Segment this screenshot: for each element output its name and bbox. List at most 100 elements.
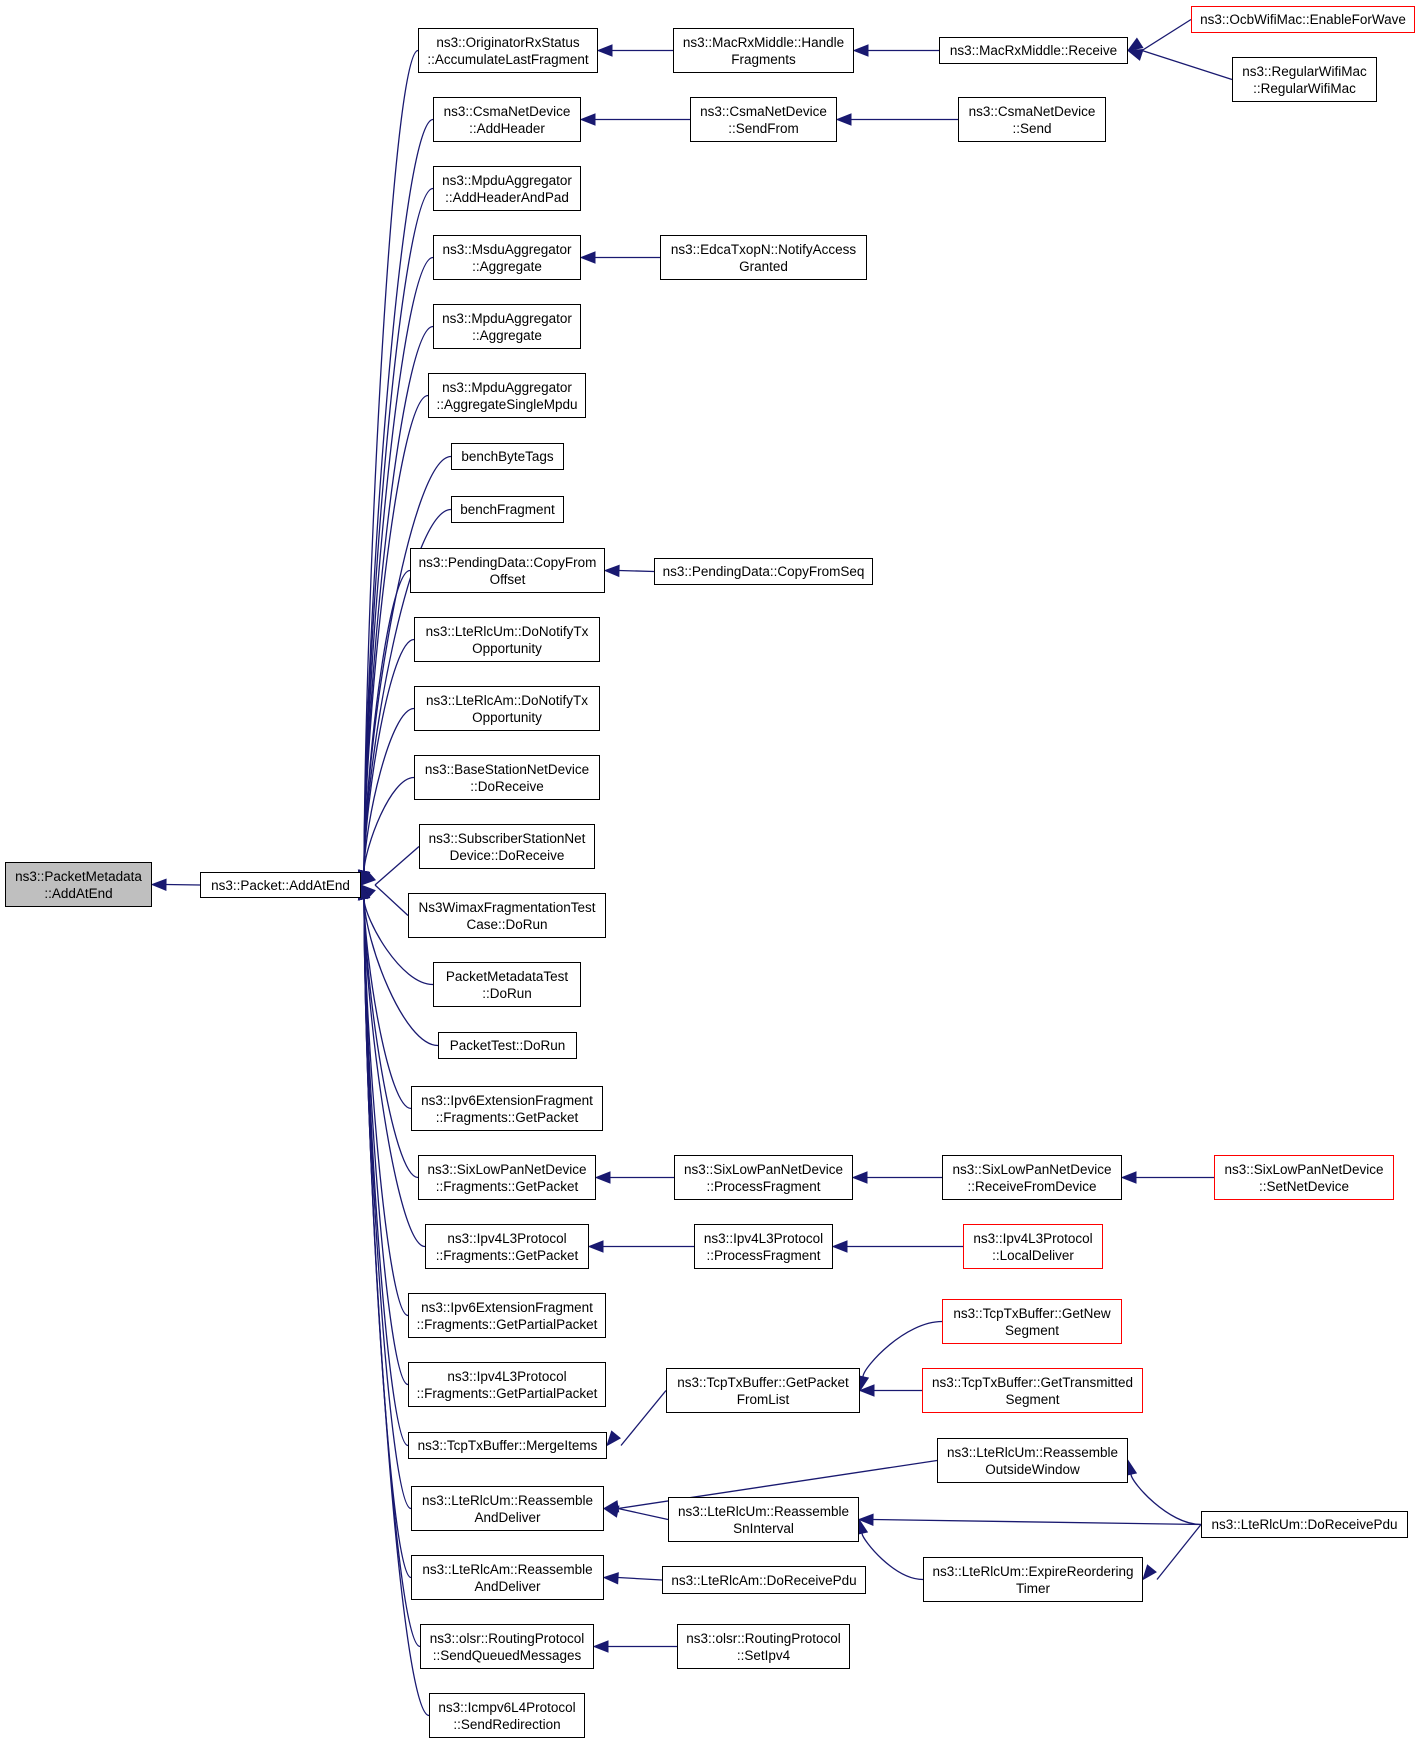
node-csmanetdevice-sendfrom[interactable]: ns3::CsmaNetDevice::SendFrom [690,97,837,142]
node-regularwifimac-regularwifimac[interactable]: ns3::RegularWifiMac::RegularWifiMac [1232,57,1377,102]
node-sixlowpannetdevice-receivefromdevice[interactable]: ns3::SixLowPanNetDevice::ReceiveFromDevi… [942,1155,1122,1200]
edge-line [363,394,429,872]
edge-line [363,898,412,1110]
node-packettest-dorun[interactable]: PacketTest::DoRun [438,1032,577,1059]
node-ipv6extensionfragment-fragments-getpartialpacket[interactable]: ns3::Ipv6ExtensionFragment::Fragments::G… [408,1293,606,1338]
node-ipv4l3protocol-fragments-getpartialpacket[interactable]: ns3::Ipv4L3Protocol::Fragments::GetParti… [408,1362,606,1407]
node-olsr-routingprotocol-setipv4[interactable]: ns3::olsr::RoutingProtocol::SetIpv4 [677,1624,850,1669]
node-packetmetadatatest-dorun[interactable]: PacketMetadataTest::DoRun [433,962,581,1007]
node-csmanetdevice-send[interactable]: ns3::CsmaNetDevice::Send [958,97,1106,142]
edge-line [165,883,201,886]
node-ipv6extensionfragment-fragments-getpacket[interactable]: ns3::Ipv6ExtensionFragment::Fragments::G… [411,1086,603,1131]
node-packet-addatend[interactable]: ns3::Packet::AddAtEnd [200,872,361,898]
edge-line [363,898,439,1047]
edge-arrowhead [858,1384,875,1397]
node-pendingdata-copyfromseq[interactable]: ns3::PendingData::CopyFromSeq [654,558,873,585]
edge-line [872,1518,1202,1526]
edge-arrowhead [592,1640,609,1653]
edge-arrowhead [857,1513,874,1526]
node-packetmetadata-addatend: ns3::PacketMetadata::AddAtEnd [5,862,152,907]
edge-line [363,569,411,872]
edge-arrowhead [150,878,167,891]
edge-line [363,898,426,1248]
edge-line [363,776,415,872]
node-macrxmiddle-receive[interactable]: ns3::MacRxMiddle::Receive [939,37,1128,64]
edge-line [620,1390,667,1446]
edge-arrowhead [852,44,869,57]
edge-arrowhead [579,113,596,126]
node-benchbytetags[interactable]: benchByteTags [451,443,564,470]
node-ltercum-doreceivepdu[interactable]: ns3::LteRlcUm::DoReceivePdu [1201,1511,1408,1538]
edge-line [363,49,419,872]
edge-arrowhead [602,1572,619,1585]
edge-line [363,707,415,872]
node-benchfragment[interactable]: benchFragment [451,496,564,523]
edge-line [374,884,409,916]
edge-line [363,638,415,872]
edge-line [862,1320,943,1377]
edge-line [1141,18,1192,52]
edge-arrowhead [1142,1564,1157,1581]
edge-line [374,846,420,886]
node-mpduaggregator-aggregatesinglempdu[interactable]: ns3::MpduAggregator::AggregateSingleMpdu [428,373,586,418]
node-lterclam-doreceivepdu[interactable]: ns3::LteRlcAm::DoReceivePdu [662,1566,866,1594]
edge-arrowhead [587,1240,604,1253]
edge-arrowhead [579,251,596,264]
edge-arrowhead [594,1171,611,1184]
node-olsr-routingprotocol-sendqueuedmessages[interactable]: ns3::olsr::RoutingProtocol::SendQueuedMe… [420,1624,594,1669]
edge-arrowhead [359,870,377,886]
edge-line [861,1533,924,1581]
edge-arrowhead [1120,1171,1137,1184]
edge-arrowhead [831,1240,848,1253]
node-icmpv6l4protocol-sendredirection[interactable]: ns3::Icmpv6L4Protocol::SendRedirection [429,1693,585,1738]
edge-line [618,569,655,573]
node-msduaggregator-aggregate[interactable]: ns3::MsduAggregator::Aggregate [433,235,581,280]
node-ocbwifimac-enableforwave[interactable]: ns3::OcbWifiMac::EnableForWave [1191,6,1415,33]
edge-arrowhead [1126,49,1144,61]
node-tcptxbuffer-mergeitems[interactable]: ns3::TcpTxBuffer::MergeItems [408,1432,607,1459]
node-mpduaggregator-addheaderandpad[interactable]: ns3::MpduAggregator::AddHeaderAndPad [433,166,581,211]
edge-arrowhead [603,564,620,578]
node-sixlowpannetdevice-fragments-getpacket[interactable]: ns3::SixLowPanNetDevice::Fragments::GetP… [418,1155,596,1200]
edge-line [617,1507,669,1521]
node-csmanetdevice-addheader[interactable]: ns3::CsmaNetDevice::AddHeader [433,97,581,142]
node-basestationnetdevice-doreceive[interactable]: ns3::BaseStationNetDevice::DoReceive [414,755,600,800]
node-originatorrxstatus-accumulatelastfragment[interactable]: ns3::OriginatorRxStatus::AccumulateLastF… [418,28,598,73]
edge-line [363,898,412,1510]
edge-line [617,1576,663,1581]
edge-line [363,508,452,872]
node-sixlowpannetdevice-processfragment[interactable]: ns3::SixLowPanNetDevice::ProcessFragment [674,1155,853,1200]
edge-line [363,455,452,872]
edge-line [1156,1524,1202,1580]
edge-arrowhead [1126,37,1144,52]
edge-line [1130,1474,1202,1526]
edge-line [363,898,434,986]
node-ipv4l3protocol-processfragment[interactable]: ns3::Ipv4L3Protocol::ProcessFragment [694,1224,833,1269]
edge-arrowhead [596,44,613,57]
edge-arrowhead [835,113,852,126]
edge-arrowhead [851,1171,868,1184]
edge-line [363,898,430,1717]
node-sixlowpannetdevice-setnetdevice[interactable]: ns3::SixLowPanNetDevice::SetNetDevice [1214,1155,1394,1200]
node-ipv4l3protocol-localdeliver[interactable]: ns3::Ipv4L3Protocol::LocalDeliver [963,1224,1103,1269]
node-mpduaggregator-aggregate[interactable]: ns3::MpduAggregator::Aggregate [433,304,581,349]
node-ipv4l3protocol-fragments-getpacket[interactable]: ns3::Ipv4L3Protocol::Fragments::GetPacke… [425,1224,589,1269]
edge-arrowhead [606,1430,622,1447]
